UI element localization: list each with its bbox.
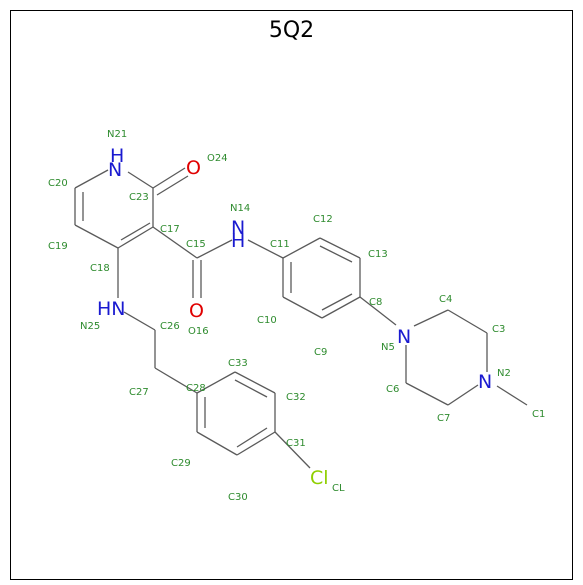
atom-h-n14: H xyxy=(231,230,245,252)
bond-c31-c30-double xyxy=(236,427,268,448)
atom-n2: N xyxy=(478,371,492,393)
atom-o24: O xyxy=(186,157,201,179)
bond-c27-c28 xyxy=(154,367,198,394)
label-c12: C12 xyxy=(313,214,333,225)
bond-c28-c33 xyxy=(196,371,236,394)
label-cl: CL xyxy=(332,483,345,494)
bond-c18-c17 xyxy=(117,226,154,249)
label-n2: N2 xyxy=(497,368,511,379)
label-c13: C13 xyxy=(368,249,388,260)
label-o16: O16 xyxy=(188,326,209,337)
label-c26: C26 xyxy=(160,321,180,332)
bond-c8-c9-double xyxy=(321,293,353,311)
bond-c33-c32 xyxy=(234,371,276,394)
label-o24: O24 xyxy=(207,153,228,164)
bond-c8-n5 xyxy=(359,296,397,326)
label-c33: C33 xyxy=(228,358,248,369)
label-c31: C31 xyxy=(286,438,306,449)
bond-c8-c9 xyxy=(321,296,361,319)
bond-c23-n21 xyxy=(127,171,154,189)
label-c32: C32 xyxy=(286,392,306,403)
atom-labels: N21 O24 C20 C23 N14 C12 C17 C15 C11 C13 … xyxy=(48,129,545,503)
bond-c30-c29 xyxy=(196,431,238,456)
label-c15: C15 xyxy=(186,239,206,250)
diagram-frame xyxy=(10,10,573,580)
molecule-title: 5Q2 xyxy=(268,18,315,43)
label-n21: N21 xyxy=(107,129,127,140)
label-c17: C17 xyxy=(160,224,180,235)
bond-c11-c12 xyxy=(282,237,321,259)
bond-c7-c6 xyxy=(405,382,449,406)
bond-n25-c26 xyxy=(123,311,156,331)
atom-cl: Cl xyxy=(310,467,329,489)
label-c10: C10 xyxy=(257,315,277,326)
bond-c9-c10 xyxy=(282,296,323,319)
bond-c12-c13 xyxy=(319,237,361,259)
atom-symbols: H N O N H O HN N N Cl xyxy=(97,145,492,489)
bonds xyxy=(74,167,528,469)
bond-c31-cl xyxy=(274,431,311,469)
label-c4: C4 xyxy=(439,294,452,305)
atom-n14: N xyxy=(231,217,245,239)
label-c19: C19 xyxy=(48,241,68,252)
atom-n25: HN xyxy=(97,298,126,320)
bond-c31-c30 xyxy=(236,431,276,456)
label-c27: C27 xyxy=(129,387,149,398)
label-c29: C29 xyxy=(171,458,191,469)
bond-c19-c18 xyxy=(74,224,119,249)
label-c1: C1 xyxy=(532,409,545,420)
bond-n21-c20 xyxy=(74,169,109,189)
label-c23: C23 xyxy=(129,192,149,203)
bond-c18-c17-double xyxy=(120,222,151,241)
bond-n5-c4 xyxy=(413,309,449,327)
label-n5: N5 xyxy=(381,342,395,353)
label-c18: C18 xyxy=(90,263,110,274)
label-n25: N25 xyxy=(80,321,100,332)
bond-c4-c3 xyxy=(447,309,488,334)
bond-c12-c13-double xyxy=(319,245,353,263)
label-c28: C28 xyxy=(186,383,206,394)
bond-c33-c32-double xyxy=(234,379,268,398)
bond-n2-c7 xyxy=(447,384,479,406)
label-c20: C20 xyxy=(48,178,68,189)
bond-n2-c1 xyxy=(496,385,528,406)
label-c6: C6 xyxy=(386,384,399,395)
bond-c15-n14 xyxy=(196,239,233,259)
label-c3: C3 xyxy=(492,324,505,335)
label-c30: C30 xyxy=(228,492,248,503)
bond-c23-o24 xyxy=(152,167,186,189)
label-c7: C7 xyxy=(437,413,450,424)
atom-h-n21: H xyxy=(110,145,124,167)
label-c9: C9 xyxy=(314,347,327,358)
atom-n21: N xyxy=(108,159,122,181)
bond-c17-c15 xyxy=(152,226,198,259)
atom-n5: N xyxy=(397,326,411,348)
bond-c23-o24-double xyxy=(156,175,189,196)
label-n14: N14 xyxy=(230,203,250,214)
label-c11: C11 xyxy=(270,239,290,250)
bond-n14-c11 xyxy=(247,239,284,259)
label-c8: C8 xyxy=(369,297,382,308)
atom-o16: O xyxy=(189,300,204,322)
